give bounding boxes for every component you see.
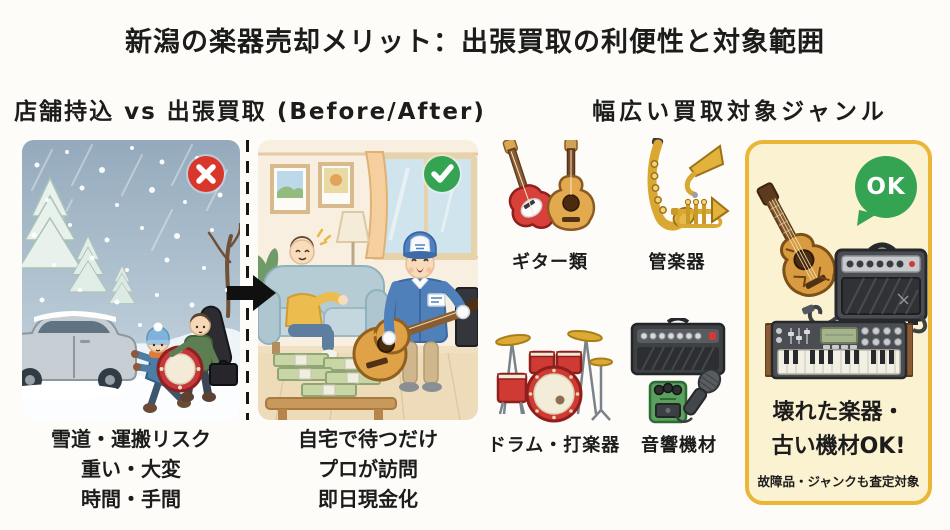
caption-line: 雪道・運搬リスク (51, 427, 211, 451)
genre-label-audio: 音響機材 (641, 435, 717, 456)
snowy-pines (22, 176, 136, 304)
effects-pedal (648, 380, 688, 424)
amp-head (630, 316, 726, 376)
highlight-title-line: 壊れた楽器・ (772, 400, 905, 425)
comparison-heading: 店舗持込 vs 出張買取 (Before/After) (14, 99, 486, 125)
saxophone (647, 137, 696, 231)
after-caption: 自宅で待つだけ プロが訪問 即日現金化 (248, 424, 488, 514)
broken-guitar-and-amp-icon (756, 182, 928, 334)
guitars-icon (500, 137, 600, 243)
horn (684, 144, 725, 198)
wind-instruments-icon (624, 137, 730, 244)
broken-gear-highlight-panel: OK 壊れた楽器・ 古い機材OK! 故障品・ジャンクも査定対象 (745, 140, 932, 505)
curtain (364, 151, 388, 259)
caption-line: プロが訪問 (318, 457, 418, 481)
genre-label-guitars: ギター類 (512, 252, 588, 273)
highlight-subtitle: 故障品・ジャンクも査定対象 (757, 474, 920, 489)
snowflakes (31, 146, 229, 327)
genre-label-winds: 管楽器 (648, 252, 706, 273)
buyer-staff (352, 231, 478, 392)
keyboard-synth-icon (765, 320, 913, 380)
bare-tree (207, 222, 240, 318)
acoustic-guitar (546, 138, 596, 231)
cracked-acoustic-guitar (756, 182, 837, 297)
caption-line: 時間・手間 (81, 487, 181, 511)
page-title: 新潟の楽器売却メリット：出張買取の利便性と対象範囲 (125, 27, 825, 58)
genre-label-drums: ドラム・打楽器 (487, 435, 621, 456)
before-caption: 雪道・運搬リスク 重い・大変 時間・手間 (12, 424, 250, 514)
caption-line: 重い・大変 (81, 457, 181, 481)
highlight-title-line: 古い機材OK! (771, 434, 906, 459)
highlight-title: 壊れた楽器・ 古い機材OK! (749, 396, 928, 464)
caption-line: 即日現金化 (318, 487, 418, 511)
car (22, 311, 137, 400)
before-after-arrow-icon (227, 274, 277, 312)
floor-tom (496, 372, 528, 415)
rack-toms (528, 350, 583, 375)
genres-heading: 幅広い買取対象ジャンル (592, 99, 888, 125)
delight-sparkle (316, 228, 332, 246)
wall-art-frames (270, 162, 354, 214)
ok-speech-bubble-icon: OK (853, 156, 919, 226)
dashed-divider (246, 140, 249, 420)
after-illustration (258, 140, 478, 420)
crack-lines (785, 248, 830, 288)
drums-icon (494, 316, 614, 426)
microphone (675, 368, 722, 423)
ng-x-icon (188, 156, 224, 192)
before-illustration (22, 140, 240, 420)
bass-drum (525, 365, 583, 423)
person-carrying-gear (156, 305, 238, 402)
caption-line: 自宅で待つだけ (298, 427, 438, 451)
audio-equipment-icon (630, 316, 728, 426)
combo-amp (801, 242, 928, 334)
ok-bubble-label: OK (866, 174, 906, 200)
electric-guitar (502, 137, 557, 229)
trumpet (671, 195, 730, 228)
home-visit-scene (258, 140, 478, 420)
seller-on-sofa (284, 228, 348, 359)
ok-check-icon (424, 156, 460, 192)
